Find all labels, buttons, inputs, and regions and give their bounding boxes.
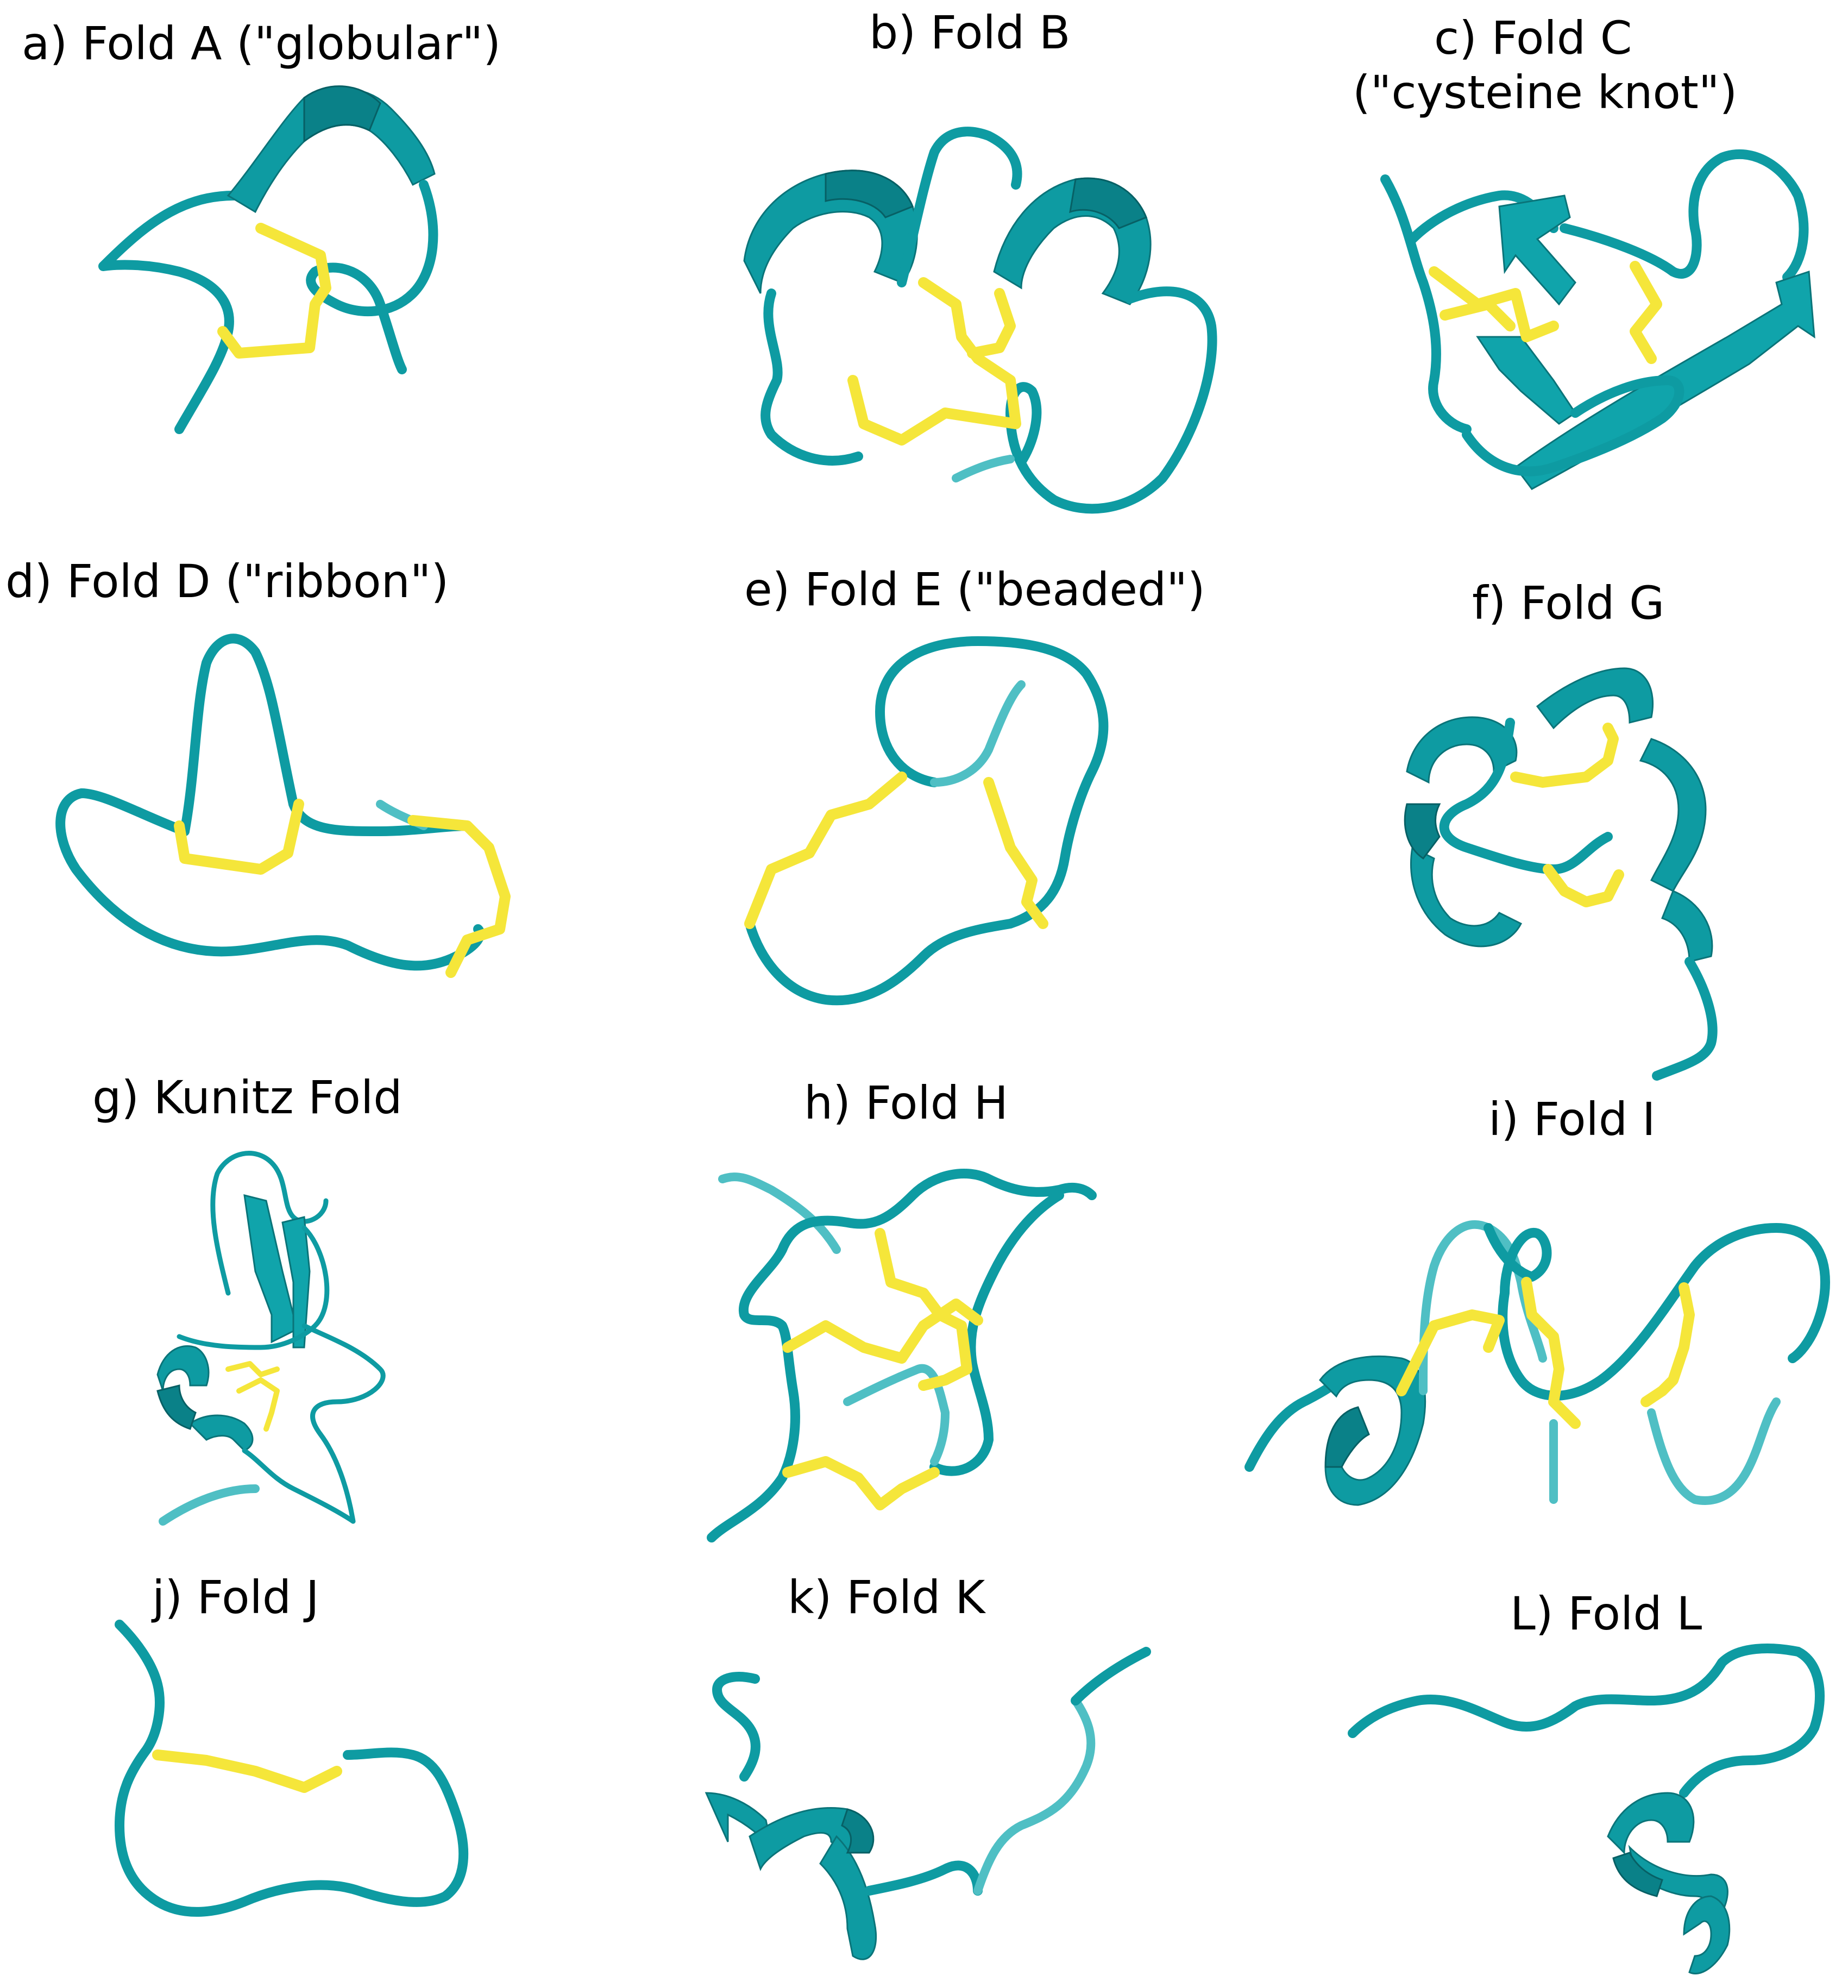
- panel-c-subtitle: ("cysteine knot"): [1353, 66, 1738, 119]
- panel-d-title: d) Fold D ("ribbon"): [5, 555, 449, 608]
- structure-fold-e: [744, 636, 1109, 1006]
- panel-h-title: h) Fold H: [804, 1076, 1008, 1130]
- panel-e-title: e) Fold E ("beaded"): [744, 563, 1205, 616]
- panel-g-title: g) Kunitz Fold: [92, 1071, 403, 1124]
- structure-fold-b: [743, 127, 1217, 514]
- panel-l-title: L) Fold L: [1510, 1587, 1702, 1640]
- structure-fold-l: [1348, 1644, 1825, 1975]
- panel-k-title: k) Fold K: [788, 1571, 985, 1624]
- panel-f-title: f) Fold G: [1472, 576, 1665, 630]
- panel-c-title: c) Fold C: [1434, 11, 1632, 65]
- structure-fold-d: [55, 634, 511, 978]
- structure-fold-a: [98, 85, 438, 434]
- structure-fold-i: [1244, 1220, 1830, 1506]
- panel-b-title: b) Fold B: [869, 6, 1071, 59]
- structure-fold-j: [115, 1620, 469, 1917]
- panel-i-title: i) Fold I: [1488, 1093, 1656, 1146]
- structure-fold-c: [1380, 149, 1815, 490]
- structure-fold-f: [1404, 667, 1718, 1081]
- panel-a-title: a) Fold A ("globular"): [22, 17, 501, 70]
- panel-j-title: j) Fold J: [152, 1571, 319, 1624]
- structure-fold-h: [707, 1169, 1097, 1542]
- structure-kunitz-fold: [156, 1151, 386, 1526]
- structure-fold-k: [705, 1647, 1151, 1960]
